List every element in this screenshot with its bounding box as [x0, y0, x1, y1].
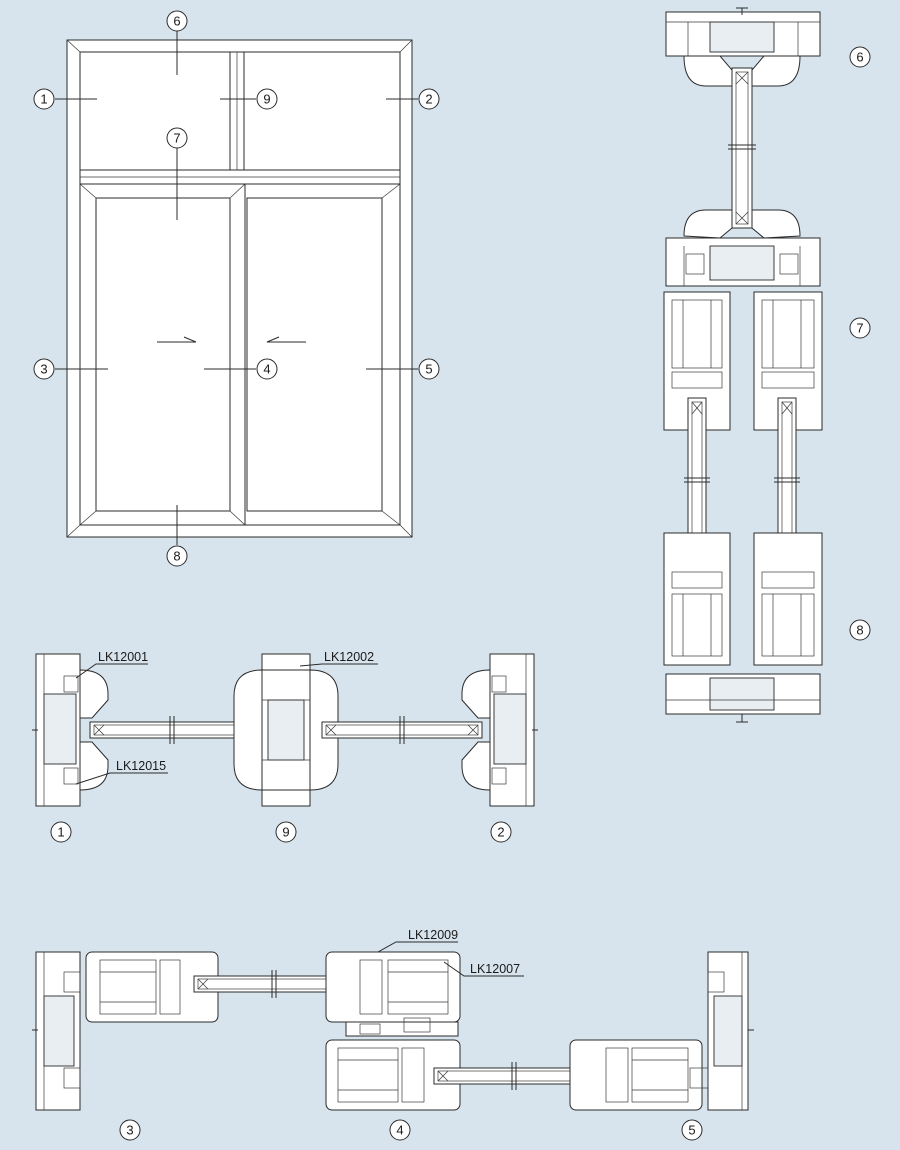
callout-4-elevation: 4: [256, 358, 278, 380]
callout-label: 6: [173, 14, 180, 29]
callout-label: 4: [263, 362, 270, 377]
callout-8-section: 8: [849, 619, 871, 641]
profile-code-lk12002: LK12002: [324, 650, 374, 664]
interlock-sash-upper: [325, 951, 461, 1023]
callout-5-elevation: 5: [418, 358, 440, 380]
callout-5-section: 5: [681, 1119, 703, 1141]
callout-label: 9: [263, 92, 270, 107]
callout-label: 8: [856, 623, 863, 638]
window-elevation: [55, 30, 418, 545]
callout-label: 2: [497, 825, 504, 840]
callout-label: 1: [57, 825, 64, 840]
callout-2-elevation: 2: [418, 88, 440, 110]
callout-6-elevation: 6: [166, 10, 188, 32]
callout-label: 2: [425, 92, 432, 107]
left-sash: [79, 183, 246, 526]
right-sash: [244, 183, 401, 526]
callout-3-elevation: 3: [33, 358, 55, 380]
vertical-section: [663, 7, 823, 723]
callout-label: 5: [425, 362, 432, 377]
callout-label: 4: [396, 1123, 403, 1138]
profile-code-lk12015: LK12015: [116, 759, 166, 773]
right-sash-bottom-rail: [753, 532, 823, 666]
horizontal-section-upper: [32, 653, 538, 807]
callout-9-elevation: 9: [256, 88, 278, 110]
callout-label: 6: [856, 50, 863, 65]
callout-7-elevation: 7: [166, 127, 188, 149]
callout-label: 3: [40, 362, 47, 377]
sliding-arrow-right-sash: [266, 336, 306, 343]
transom-glass: [731, 67, 753, 229]
profile-code-lk12007: LK12007: [470, 962, 520, 976]
callout-label: 9: [282, 825, 289, 840]
callout-label: 7: [856, 321, 863, 336]
horizontal-section-lower: [32, 941, 754, 1111]
sliding-arrow-left-sash: [157, 336, 197, 343]
callout-label: 7: [173, 131, 180, 146]
profile-code-lk12001: LK12001: [98, 650, 148, 664]
glass-pane-right: [321, 721, 483, 739]
callout-label: 3: [126, 1123, 133, 1138]
callout-2-section: 2: [490, 821, 512, 843]
callout-8-elevation: 8: [166, 545, 188, 567]
callout-label: 1: [40, 92, 47, 107]
right-sash-stile: [569, 1039, 703, 1111]
callout-9-section: 9: [275, 821, 297, 843]
callout-3-section: 3: [119, 1119, 141, 1141]
callout-label: 5: [688, 1123, 695, 1138]
callout-7-section: 7: [849, 317, 871, 339]
left-sash-bottom-rail: [663, 532, 731, 666]
callout-6-section: 6: [849, 46, 871, 68]
callout-label: 8: [173, 549, 180, 564]
callout-4-section: 4: [389, 1119, 411, 1141]
callout-1-elevation: 1: [33, 88, 55, 110]
profile-code-lk12009: LK12009: [408, 928, 458, 942]
callout-1-section: 1: [50, 821, 72, 843]
